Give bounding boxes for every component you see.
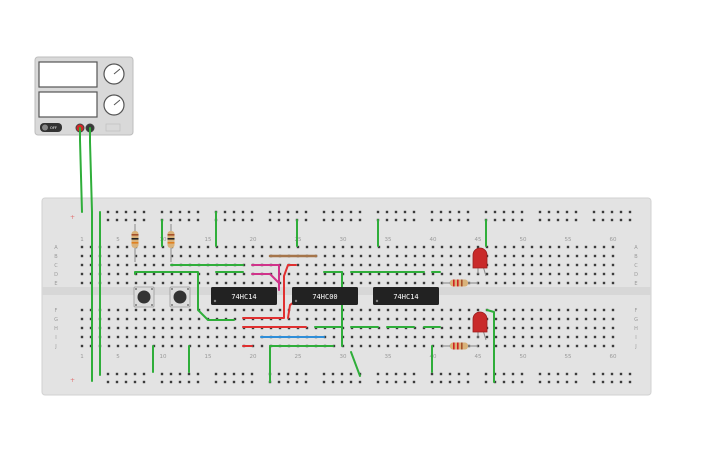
column-number: 20	[250, 354, 257, 360]
row-letter: J	[54, 344, 56, 350]
row-letter: B	[634, 254, 638, 260]
row-letter: D	[54, 272, 58, 278]
column-number: 45	[475, 237, 482, 243]
voltage-display	[38, 61, 98, 88]
row-letter: C	[634, 263, 638, 269]
pushbuttons[interactable]	[133, 286, 191, 308]
row-letter: B	[54, 254, 58, 260]
row-letter: H	[54, 326, 58, 332]
row-letter: G	[634, 317, 638, 323]
column-number: 5	[116, 237, 120, 243]
column-number: 1	[80, 354, 84, 360]
led-2	[472, 311, 488, 341]
rail-plus-top: +	[70, 214, 75, 221]
current-display	[38, 91, 98, 118]
jumper-wire	[486, 309, 495, 383]
row-letter: D	[634, 272, 638, 278]
chip-u2-label: 74HC00	[312, 293, 337, 301]
pushbutton-2	[169, 286, 191, 308]
power-switch-label: OFF	[50, 126, 57, 130]
power-supply[interactable]: OFF	[34, 56, 134, 136]
column-number: 35	[385, 237, 392, 243]
column-number: 5	[116, 354, 120, 360]
pushbutton-1	[133, 286, 155, 308]
row-letter: I	[635, 335, 636, 341]
row-letter: F	[55, 308, 58, 314]
chip-u1-label: 74HC14	[231, 293, 256, 301]
row-letter: A	[54, 245, 58, 251]
column-number: 40	[430, 354, 437, 360]
rail-plus-bottom: +	[70, 377, 75, 384]
column-number: 60	[610, 237, 617, 243]
column-number: 30	[340, 354, 347, 360]
column-number: 15	[205, 237, 212, 243]
row-letter: G	[54, 317, 58, 323]
row-letter: I	[55, 335, 56, 341]
column-number: 50	[520, 354, 527, 360]
row-letter: C	[54, 263, 58, 269]
column-number: 35	[385, 354, 392, 360]
column-number: 45	[475, 354, 482, 360]
chip-u2: 74HC00	[292, 287, 358, 305]
column-number: 10	[160, 354, 167, 360]
row-letter: E	[54, 281, 57, 287]
column-number: 60	[610, 354, 617, 360]
column-number: 40	[430, 237, 437, 243]
column-number: 55	[565, 354, 572, 360]
chips[interactable]: 74HC14 74HC00 74HC14	[211, 287, 439, 305]
wires[interactable]	[79, 127, 495, 383]
jumper-wire-red	[242, 264, 297, 319]
psu-lead-positive	[79, 127, 83, 213]
row-letter: A	[634, 245, 638, 251]
chip-u3-label: 74HC14	[393, 293, 418, 301]
resistor-1	[131, 224, 139, 262]
column-number: 25	[295, 354, 302, 360]
jumper-wire	[134, 271, 235, 321]
column-number: 30	[340, 237, 347, 243]
column-number: 50	[520, 237, 527, 243]
row-letter: E	[634, 281, 637, 287]
column-number: 25	[295, 237, 302, 243]
resistor-4	[442, 342, 478, 350]
resistor-3	[442, 279, 478, 287]
jumper-wire	[350, 351, 361, 377]
column-number: 1	[80, 237, 84, 243]
chip-u3: 74HC14	[373, 287, 439, 305]
column-number: 15	[205, 354, 212, 360]
row-letter: H	[634, 326, 638, 332]
chip-u1: 74HC14	[211, 287, 277, 305]
column-number: 20	[250, 237, 257, 243]
column-number: 55	[565, 237, 572, 243]
psu-lead-negative	[89, 127, 93, 213]
row-letter: F	[635, 308, 638, 314]
resistors[interactable]	[131, 224, 479, 350]
column-number: 10	[160, 237, 167, 243]
resistor-2	[167, 224, 175, 262]
jumper-wire-magenta	[251, 273, 280, 284]
led-1	[472, 247, 488, 277]
row-letter: J	[634, 344, 636, 350]
leds[interactable]	[472, 247, 488, 341]
